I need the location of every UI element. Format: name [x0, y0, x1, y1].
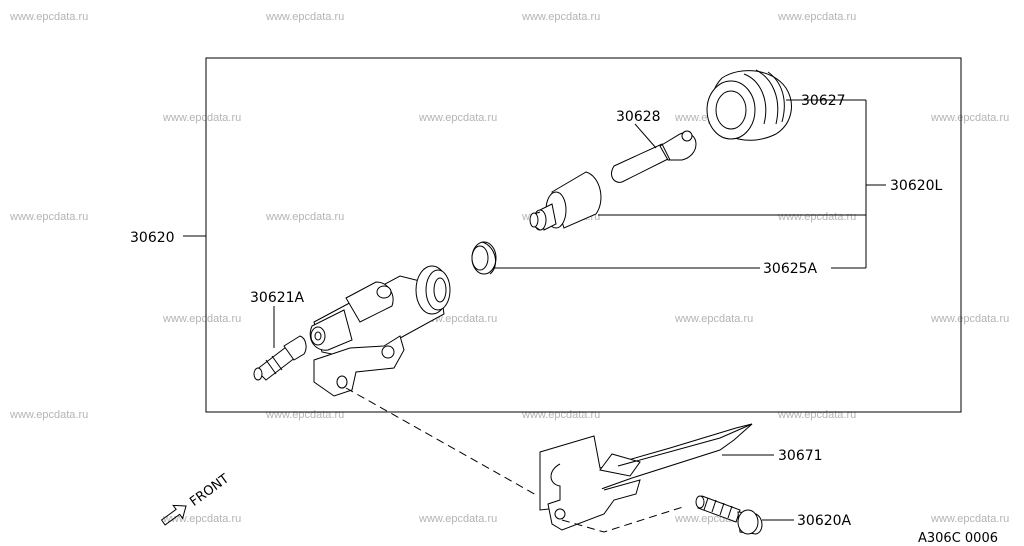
watermark-text: www.epcdata.ru: [265, 211, 344, 223]
label-30621a: 30621A: [250, 290, 305, 306]
bleeder-screw-part[interactable]: [253, 335, 307, 381]
watermark-text: www.epcdata.ru: [777, 11, 856, 23]
watermark-text: www.epcdata.ru: [265, 409, 344, 421]
watermark-text: www.epcdata.ru: [777, 409, 856, 421]
watermark-text: www.epcdata.ru: [521, 11, 600, 23]
push-rod-part[interactable]: [611, 130, 697, 183]
piston-part[interactable]: [529, 171, 602, 231]
watermark-text: www.epcdata.ru: [930, 313, 1009, 325]
piston-cup-part[interactable]: [471, 241, 497, 275]
watermark-text: www.epcdata.ru: [162, 513, 241, 525]
bolt-part[interactable]: [695, 495, 763, 535]
label-30628: 30628: [616, 109, 661, 125]
front-arrow-icon: [160, 504, 187, 526]
mount-guide-line: [345, 387, 539, 497]
label-30627: 30627: [801, 93, 846, 109]
slave-cylinder-body[interactable]: [309, 265, 451, 397]
watermark-text: www.epcdata.ru: [521, 409, 600, 421]
watermark-text: www.epcdata.ru: [9, 409, 88, 421]
leader-lines: [183, 99, 886, 521]
watermark-text: www.epcdata.ru: [418, 112, 497, 124]
watermark-text: www.epcdata.ru: [162, 313, 241, 325]
watermark-text: www.epcdata.ru: [930, 112, 1009, 124]
bracket-part[interactable]: [539, 423, 753, 531]
assembly-frame: [205, 57, 962, 413]
watermark-text: www.epcdata.ru: [777, 211, 856, 223]
label-30625a: 30625A: [763, 261, 818, 277]
watermark-text: www.epcdata.ru: [265, 11, 344, 23]
watermark-text: www.epcdata.ru: [162, 112, 241, 124]
bolt-guide-line: [561, 505, 687, 533]
watermark-text: www.epcdata.ru: [9, 211, 88, 223]
boot-part[interactable]: [706, 69, 792, 141]
watermark-text: www.epcdata.ru: [9, 11, 88, 23]
label-30620l: 30620L: [890, 178, 943, 194]
label-30620a: 30620A: [797, 513, 852, 529]
watermark-text: www.epcdata.ru: [930, 513, 1009, 525]
watermark-text: www.epcdata.ru: [418, 513, 497, 525]
label-30671: 30671: [778, 448, 823, 464]
watermark-text: www.epcdata.ru: [674, 313, 753, 325]
label-30620: 30620: [130, 230, 175, 246]
front-label: FRONT: [187, 471, 232, 509]
diagram-code: A306C 0006: [918, 531, 998, 546]
